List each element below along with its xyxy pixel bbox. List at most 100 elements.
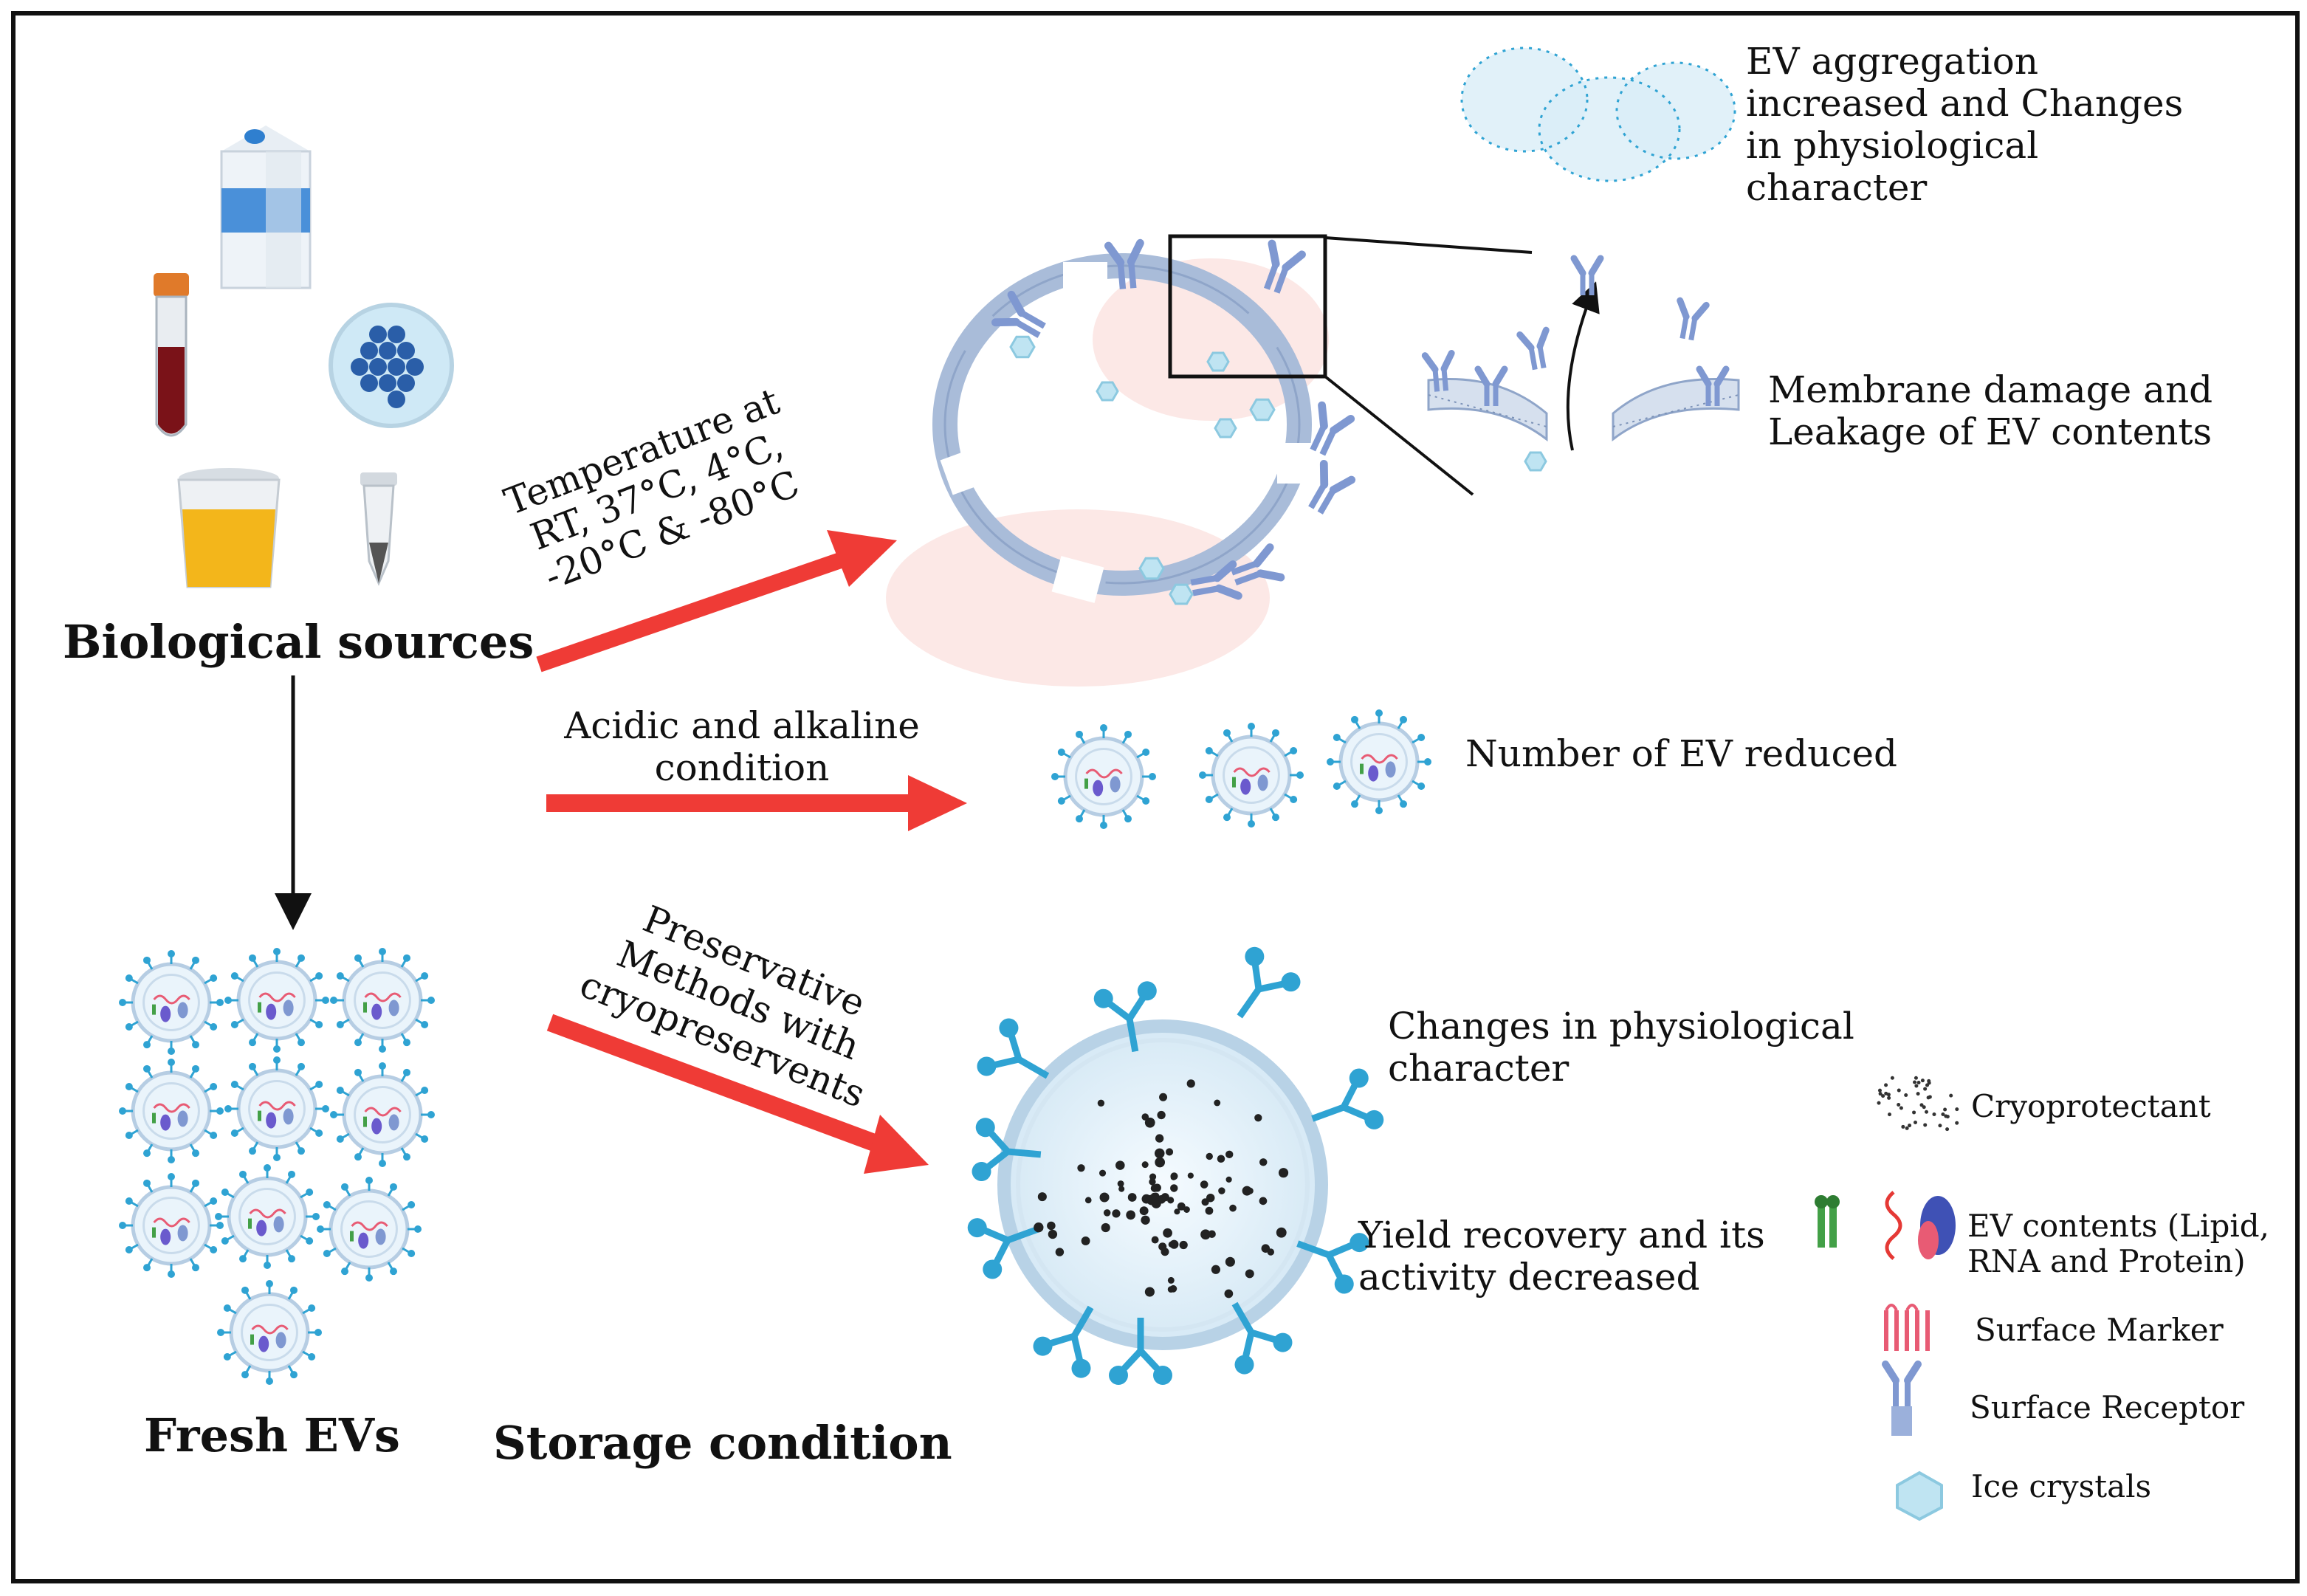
cryoprotectant-dot <box>1904 1093 1908 1097</box>
label-number-reduced: Number of EV reduced <box>1465 732 1898 775</box>
label-storage-condition: Storage condition <box>493 1416 952 1470</box>
cryoprotectant-dot <box>1225 1150 1234 1159</box>
cryoprotectant-dot <box>1055 1248 1065 1256</box>
cryoprotectant-dot <box>1159 1093 1168 1101</box>
cryoprotectant-dot <box>1276 1227 1287 1238</box>
ev-receptor-icon <box>972 1118 1042 1182</box>
surface-receptor-icon <box>991 290 1046 338</box>
cryoprotectant-dot <box>1101 1222 1110 1233</box>
label-membrane: Membrane damage and Leakage of EV conten… <box>1768 369 2213 453</box>
cryoprotectant-dot <box>1916 1092 1920 1096</box>
cryoprotectant-dot <box>1912 1110 1916 1115</box>
cryoprotectant-dot <box>1214 1099 1221 1107</box>
cryoprotectant-dot <box>1908 1124 1912 1128</box>
fresh-ev-particle <box>224 948 329 1053</box>
cryoprotectant-dot <box>1897 1103 1901 1107</box>
label-aggregation-line-2: increased and Changes <box>1746 82 2184 125</box>
ice-crystal-icon <box>1206 351 1230 372</box>
cryoprotectant-dot <box>1901 1124 1905 1129</box>
label-acidic: Acidic and alkaline condition <box>550 705 934 789</box>
cryoprotectant-dot <box>1099 1169 1107 1177</box>
ice-crystal-icon <box>1138 557 1165 580</box>
cryoprotectant-dot <box>1877 1101 1881 1105</box>
cryoprotectant-dot <box>1166 1148 1174 1156</box>
figure-frame <box>11 11 2300 1583</box>
cryoprotectant-dot <box>1259 1158 1268 1166</box>
cryoprotectant-dot <box>1037 1192 1047 1202</box>
legend-label-surface-receptor: Surface Receptor <box>1970 1389 2245 1425</box>
cryoprotectant-dot <box>1887 1095 1891 1100</box>
cryoprotectant-dot <box>1218 1187 1225 1194</box>
fresh-ev-particle <box>119 1173 224 1278</box>
cryoprotectant-dot <box>1888 1112 1892 1117</box>
cryoprotectant-dot <box>1225 1256 1235 1267</box>
cryoprotectant-dot <box>1955 1121 1959 1125</box>
cryoprotectant-dot <box>1913 1120 1917 1124</box>
cryoprotectant-dot <box>1245 1269 1254 1279</box>
cryoprotectant-dot <box>1899 1106 1903 1110</box>
label-changes-physio: Changes in physiological character <box>1388 1005 1854 1090</box>
cryoprotectant-dot <box>1168 1241 1175 1248</box>
cryoprotectant-dot <box>1945 1115 1950 1119</box>
fresh-ev-particle <box>224 1056 329 1161</box>
ev-receptor-icon <box>1033 1305 1094 1378</box>
cryoprotectant-dot <box>1943 1107 1947 1112</box>
cryoprotectant-dot <box>1913 1080 1917 1084</box>
cryoprotectant-dot <box>1167 1276 1175 1284</box>
cryoprotectant-dot <box>1205 1206 1214 1215</box>
cryoprotectant-dot <box>1081 1236 1090 1245</box>
cryoprotectant-dot <box>1177 1202 1186 1211</box>
surface-receptor-icon <box>1104 238 1144 289</box>
surface-receptor-icon <box>1516 326 1550 371</box>
cryoprotectant-dot <box>1955 1107 1959 1112</box>
cryoprotectant-dot <box>1112 1209 1121 1218</box>
legend-ice-crystal-icon <box>1896 1471 1943 1521</box>
cryoprotectant-dot <box>1928 1095 1932 1099</box>
cryoprotectant-dot <box>1925 1110 1929 1114</box>
cryoprotectant-dot <box>1884 1083 1888 1087</box>
cryoprotectant-dot <box>1923 1123 1928 1127</box>
cryoprotectant-dot <box>1144 1287 1155 1297</box>
cryoprotectant-dot <box>1170 1172 1178 1180</box>
cryoprotectant-dot <box>1155 1134 1164 1143</box>
surface-receptor-icon <box>1190 560 1242 600</box>
ev-receptor-icon <box>1296 1233 1369 1294</box>
label-membrane-line-1: Membrane damage and <box>1768 368 2213 411</box>
cryoprotectant-dot <box>1923 1087 1928 1091</box>
label-aggregation-line-4: character <box>1746 166 1928 209</box>
ice-crystal-icon <box>1524 451 1547 472</box>
cryoprotectant-dot <box>1925 1083 1930 1087</box>
cryoprotectant-dot <box>1916 1081 1921 1085</box>
cryoprotectant-dot <box>1881 1094 1885 1098</box>
cryoprotectant-dot <box>1157 1110 1166 1120</box>
cryoprotectant-dot <box>1208 1230 1216 1238</box>
cryoprotectant-dot <box>1225 1176 1232 1183</box>
legend-ev-contents-icon <box>1815 1191 1956 1260</box>
legend-surface-receptor-icon <box>1882 1361 1922 1436</box>
arrow-temperature <box>536 530 897 673</box>
zoom-box <box>1168 234 1327 379</box>
cryoprotectant-dot <box>1267 1248 1274 1256</box>
ice-crystal-icon <box>1169 583 1194 605</box>
cryoprotectant-dot <box>1097 1099 1105 1107</box>
ev-receptor-icon <box>967 1218 1040 1279</box>
cryoprotectant-dot <box>1048 1229 1058 1239</box>
label-aggregation-line-1: EV aggregation <box>1746 40 2039 83</box>
cryopreserved-ev-illustration <box>997 1019 1328 1350</box>
cryoprotectant-dot <box>1927 1079 1931 1083</box>
cryoprotectant-dot <box>1206 1193 1215 1203</box>
cryoprotectant-dot <box>1217 1155 1225 1163</box>
cryoprotectant-dot <box>1890 1076 1894 1080</box>
fresh-ev-particle <box>330 1062 435 1167</box>
cryoprotectant-dot <box>1878 1092 1883 1096</box>
cryoprotectant-dot <box>1211 1265 1220 1274</box>
label-yield-line-1: Yield recovery and its <box>1358 1214 1765 1256</box>
surface-receptor-icon <box>1696 365 1730 406</box>
surface-receptor-icon <box>1474 365 1508 406</box>
cryoprotectant-dot <box>1139 1206 1149 1216</box>
cryoprotectant-dot <box>1047 1221 1056 1231</box>
legend-surface-marker-icon <box>1884 1304 1930 1351</box>
label-changes-physio-line-1: Changes in physiological <box>1388 1005 1854 1048</box>
arrow-preservative <box>546 1014 929 1174</box>
